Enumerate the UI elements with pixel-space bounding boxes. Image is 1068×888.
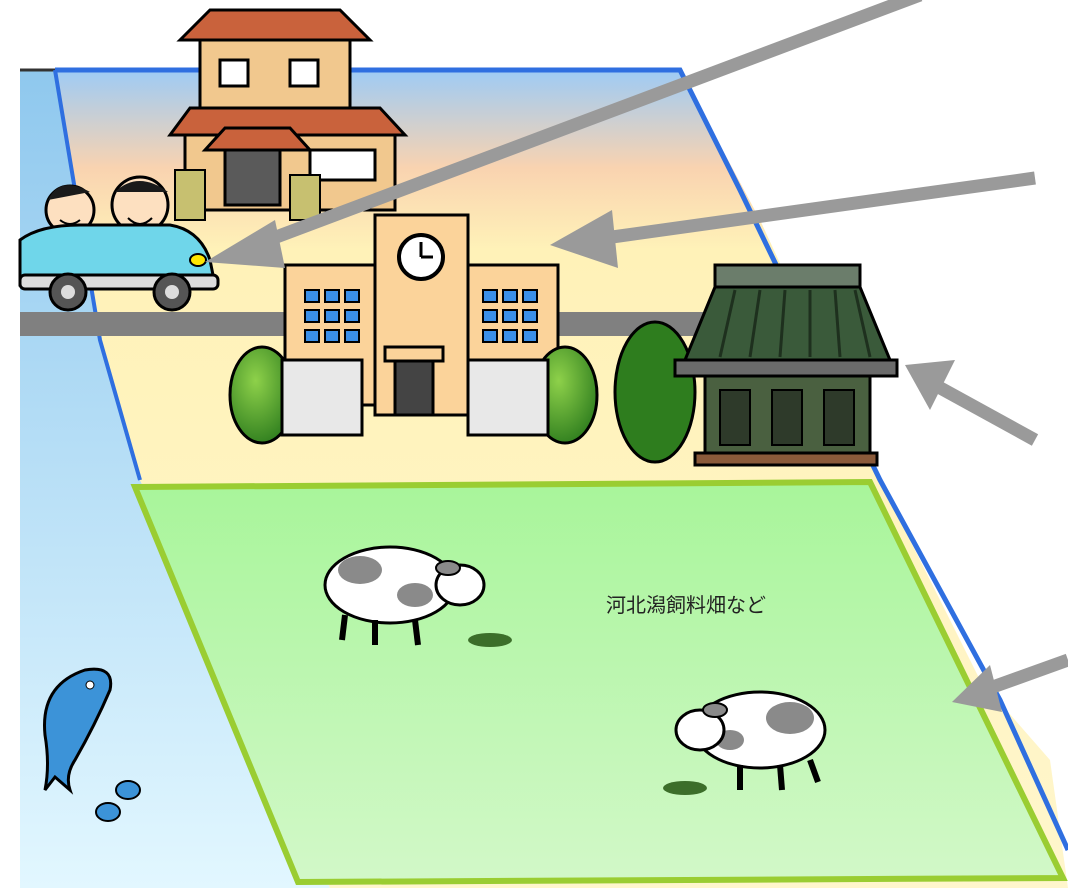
house-icon xyxy=(167,8,409,221)
cow-icon xyxy=(663,690,827,795)
arrowhead-car xyxy=(205,220,285,268)
fish-icon xyxy=(95,780,141,822)
school-walls xyxy=(280,358,550,437)
arrow-to-car xyxy=(252,0,923,252)
arrow-to-storehouse xyxy=(931,379,1039,446)
storehouse-icon xyxy=(673,263,899,467)
cow-icon xyxy=(323,545,512,647)
clock-icon xyxy=(397,233,445,281)
arrowhead-storehouse xyxy=(905,360,955,410)
arrowheads xyxy=(205,210,1002,712)
arrow-to-school xyxy=(604,171,1036,245)
field-label: 河北潟飼料畑など xyxy=(606,593,766,617)
arrowhead-school xyxy=(550,210,618,268)
fish-icon xyxy=(43,667,113,795)
arrows xyxy=(252,0,1068,695)
arrowhead-field xyxy=(952,665,1002,712)
arrow-to-field xyxy=(987,653,1068,695)
family-car-icon xyxy=(18,175,220,312)
